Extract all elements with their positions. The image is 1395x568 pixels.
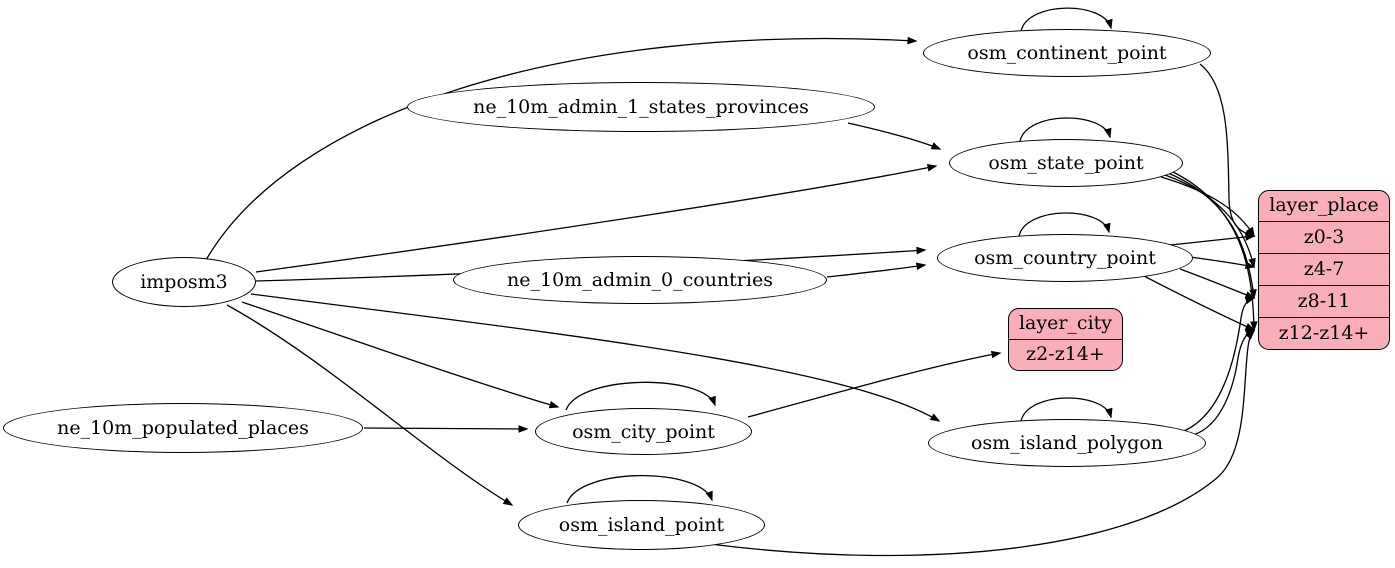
node-layer-city: layer_city z2-z14+ [1008,308,1123,371]
edge-ne_10m_admin_1_states_provinces-osm_state_point [847,122,942,150]
edge-imposm3-osm_continent_point [205,36,918,261]
node-layer-place: layer_place z0-3 z4-7 z8-11 z12-z14+ [1258,190,1390,350]
node-osm-island-polygon-label: osm_island_polygon [970,432,1164,454]
node-ne-10m-populated-places-label: ne_10m_populated_places [57,417,309,439]
node-osm-city-point: osm_city_point [535,408,752,455]
edge-osm_island_point-layer_place-z12-z14+ [709,329,1256,557]
node-osm-island-point: osm_island_point [518,500,765,550]
node-osm-island-point-label: osm_island_point [558,514,725,536]
edge-osm_continent_point-layer_place-z0-3 [1199,63,1256,238]
edge-imposm3-osm_island_polygon [250,293,941,422]
node-osm-country-point: osm_country_point [937,234,1193,282]
edge-osm_state_point-osm_state_point [1019,117,1112,142]
node-ne-10m-admin-0-countries: ne_10m_admin_0_countries [453,256,827,304]
node-osm-continent-point-label: osm_continent_point [967,42,1167,64]
node-imposm3-label: imposm3 [140,271,228,293]
edge-osm_island_point-osm_island_point [566,474,713,504]
node-osm-continent-point: osm_continent_point [923,29,1211,77]
layer-city-row-z2-z14: z2-z14+ [1009,339,1122,370]
node-ne-10m-admin-1-states-provinces: ne_10m_admin_1_states_provinces [407,82,875,132]
edge-osm_country_point-layer_place-z0-3 [1169,233,1256,246]
node-osm-state-point: osm_state_point [949,139,1183,187]
node-ne-10m-admin-1-states-provinces-label: ne_10m_admin_1_states_provinces [473,96,809,118]
edge-osm_country_point-layer_place-z8-11 [1179,268,1256,299]
layer-city-title: layer_city [1018,312,1113,334]
edge-osm_state_point-layer_place-z4-7 [1164,174,1256,269]
node-imposm3: imposm3 [112,257,256,307]
edge-osm_island_polygon-layer_place-z8-11 [1183,296,1256,432]
layer-place-row-z8-11: z8-11 [1259,285,1389,317]
edge-osm_country_point-layer_place-z12-z14+ [1141,274,1256,331]
edge-osm_state_point-layer_place-z0-3 [1160,176,1255,238]
edge-osm_city_point-osm_city_point [565,381,716,411]
edge-osm_state_point-layer_place-z12-z14+ [1170,170,1258,332]
layer-place-title: layer_place [1269,194,1379,216]
edge-imposm3-osm_city_point [241,301,560,409]
node-osm-state-point-label: osm_state_point [988,152,1144,174]
edge-ne_10m_populated_places-osm_city_point [363,425,529,433]
edge-osm_island_polygon-osm_island_polygon [1020,397,1113,422]
layer-place-row-z0-3: z0-3 [1259,221,1389,253]
edge-osm_continent_point-osm_continent_point [1020,7,1113,32]
edge-osm_country_point-layer_place-z4-7 [1189,256,1256,270]
node-osm-island-polygon: osm_island_polygon [928,419,1206,467]
layer-place-row-z12-z14: z12-z14+ [1259,317,1389,349]
edge-ne_10m_admin_0_countries-osm_country_point [826,262,927,278]
node-osm-city-point-label: osm_city_point [572,420,715,443]
edge-imposm3-osm_state_point [255,163,938,273]
node-ne-10m-populated-places: ne_10m_populated_places [3,403,363,453]
layer-place-row-z4-7: z4-7 [1259,253,1389,285]
edge-osm_country_point-osm_country_point [1018,212,1111,237]
node-osm-country-point-label: osm_country_point [974,247,1156,269]
edge-osm_city_point-layer_city-z2-z14+ [747,350,1002,418]
node-ne-10m-admin-0-countries-label: ne_10m_admin_0_countries [507,269,773,291]
edge-imposm3-osm_island_point [226,304,514,506]
edge-osm_state_point-layer_place-z8-11 [1167,172,1257,300]
